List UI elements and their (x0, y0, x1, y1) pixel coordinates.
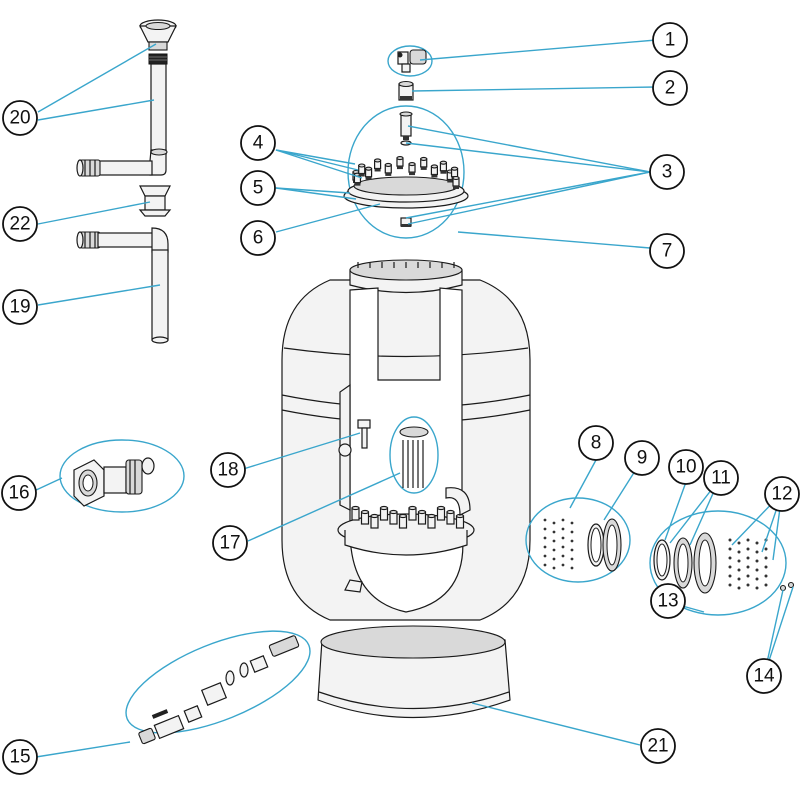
callout-19: 19 (2, 289, 38, 325)
callout-20: 20 (2, 100, 38, 136)
part-16-valve (59, 439, 185, 513)
callout-15: 15 (2, 739, 38, 775)
callout-5: 5 (240, 170, 276, 206)
callout-7-label: 7 (662, 241, 673, 262)
callout-19-label: 19 (9, 297, 30, 318)
callout-17-label: 17 (219, 533, 240, 554)
callout-22-label: 22 (9, 214, 30, 235)
callout-1-label: 1 (665, 30, 676, 51)
callout-1: 1 (652, 22, 688, 58)
callout-9: 9 (624, 440, 660, 476)
callout-15-label: 15 (9, 747, 30, 768)
callout-22: 22 (2, 206, 38, 242)
lower-pipe-assembly (76, 227, 169, 344)
callout-8: 8 (578, 425, 614, 461)
pipe-clip (138, 185, 172, 217)
part-8-9-window (525, 497, 631, 583)
callout-20-label: 20 (9, 108, 30, 129)
filter-tank (281, 259, 531, 621)
callout-2-label: 2 (665, 78, 676, 99)
callout-8-label: 8 (591, 433, 602, 454)
callout-11-label: 11 (711, 468, 731, 489)
callout-6-label: 6 (253, 228, 264, 249)
callout-3-label: 3 (662, 162, 673, 183)
callout-2: 2 (652, 70, 688, 106)
callout-14-label: 14 (753, 666, 775, 687)
callout-14: 14 (746, 658, 782, 694)
callout-5-label: 5 (253, 178, 264, 199)
part-18-air-bleed (357, 419, 371, 449)
callout-18: 18 (210, 452, 246, 488)
upper-pipe-assembly (76, 19, 177, 177)
part-1-valve (387, 45, 433, 77)
part-21-base (317, 625, 511, 719)
callout-12: 12 (764, 476, 800, 512)
part-15-drain-kit (125, 630, 311, 745)
callout-16: 16 (1, 475, 37, 511)
callout-9-label: 9 (637, 448, 648, 469)
callout-6: 6 (240, 220, 276, 256)
callout-21: 21 (640, 728, 676, 764)
callout-7: 7 (649, 233, 685, 269)
callout-13: 13 (650, 583, 686, 619)
callout-10: 10 (668, 449, 704, 485)
part-14-screws (779, 581, 795, 592)
callout-21-label: 21 (647, 736, 668, 757)
callout-3: 3 (649, 154, 685, 190)
part-10-13-manhole (649, 510, 787, 616)
callout-13-label: 13 (657, 591, 678, 612)
lid-assembly (343, 105, 469, 239)
callout-4-label: 4 (253, 133, 264, 154)
callout-12-label: 12 (771, 484, 792, 505)
callout-16-label: 16 (8, 483, 29, 504)
callout-11: 11 (703, 460, 739, 496)
callout-18-label: 18 (217, 460, 238, 481)
callout-4: 4 (240, 125, 276, 161)
callout-10-label: 10 (675, 457, 696, 478)
part-17-collector (389, 416, 439, 494)
callout-17: 17 (212, 525, 248, 561)
part-2-nut (398, 80, 414, 101)
leader-lines (33, 39, 794, 758)
